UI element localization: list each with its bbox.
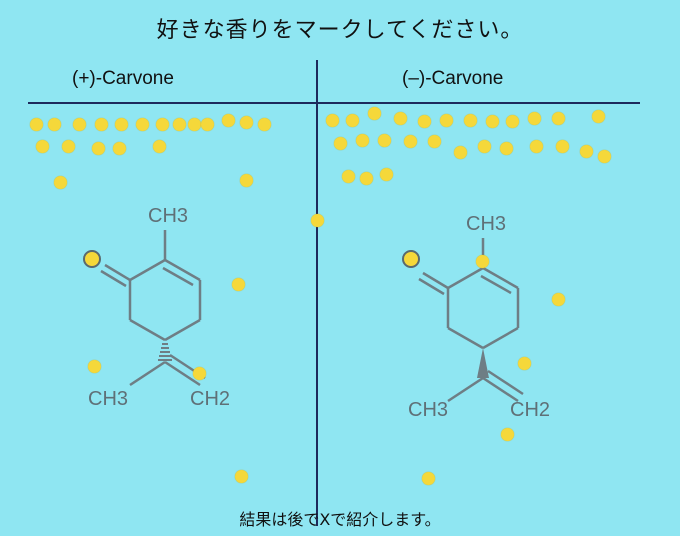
vote-sticker bbox=[156, 118, 169, 131]
vote-sticker bbox=[311, 214, 324, 227]
vote-sticker bbox=[501, 428, 514, 441]
right-column-label: (–)-Carvone bbox=[402, 68, 504, 89]
vote-sticker bbox=[380, 168, 393, 181]
vote-sticker bbox=[113, 142, 126, 155]
left-oxygen-marker bbox=[83, 250, 101, 268]
vote-sticker bbox=[360, 172, 373, 185]
vote-sticker bbox=[235, 470, 248, 483]
right-carvone-structure: CH3 CH3 CH2 bbox=[408, 213, 550, 421]
vote-sticker bbox=[428, 135, 441, 148]
page-title: 好きな香りをマークしてください。 bbox=[156, 18, 524, 43]
vote-sticker bbox=[48, 118, 61, 131]
vote-sticker bbox=[404, 135, 417, 148]
vote-sticker bbox=[440, 114, 453, 127]
right-oxygen-marker bbox=[402, 250, 420, 268]
vote-sticker bbox=[88, 360, 101, 373]
vote-sticker bbox=[464, 114, 477, 127]
footer-note: 結果は後でXで紹介します。 bbox=[239, 510, 441, 529]
left-ch2-label: CH2 bbox=[190, 388, 230, 410]
left-column-label: (+)-Carvone bbox=[72, 68, 174, 89]
left-ch3-top-label: CH3 bbox=[148, 205, 188, 227]
vote-sticker bbox=[530, 140, 543, 153]
vote-sticker bbox=[258, 118, 271, 131]
vote-sticker bbox=[240, 116, 253, 129]
vote-sticker bbox=[552, 112, 565, 125]
left-carvone-structure: CH3 CH3 CH2 bbox=[88, 205, 230, 410]
right-ch3-bottom-label: CH3 bbox=[408, 399, 448, 421]
vote-sticker bbox=[378, 134, 391, 147]
vote-sticker bbox=[454, 146, 467, 159]
vote-sticker bbox=[368, 107, 381, 120]
vote-sticker bbox=[136, 118, 149, 131]
vote-sticker bbox=[556, 140, 569, 153]
vote-sticker bbox=[173, 118, 186, 131]
vote-sticker bbox=[580, 145, 593, 158]
vote-sticker bbox=[422, 472, 435, 485]
vote-sticker bbox=[201, 118, 214, 131]
vote-sticker bbox=[478, 140, 491, 153]
vote-sticker bbox=[54, 176, 67, 189]
vote-sticker bbox=[476, 255, 489, 268]
vote-sticker bbox=[528, 112, 541, 125]
vote-sticker bbox=[598, 150, 611, 163]
vote-sticker bbox=[518, 357, 531, 370]
vote-sticker bbox=[346, 114, 359, 127]
vote-sticker bbox=[193, 367, 206, 380]
column-divider bbox=[316, 60, 318, 526]
vote-sticker bbox=[342, 170, 355, 183]
vote-sticker bbox=[486, 115, 499, 128]
vote-sticker bbox=[232, 278, 245, 291]
vote-sticker bbox=[62, 140, 75, 153]
vote-sticker bbox=[506, 115, 519, 128]
vote-sticker bbox=[500, 142, 513, 155]
vote-sticker bbox=[222, 114, 235, 127]
vote-sticker bbox=[95, 118, 108, 131]
vote-sticker bbox=[92, 142, 105, 155]
vote-sticker bbox=[188, 118, 201, 131]
vote-sticker bbox=[36, 140, 49, 153]
left-ch3-bottom-label: CH3 bbox=[88, 388, 128, 410]
vote-sticker bbox=[552, 293, 565, 306]
vote-sticker bbox=[326, 114, 339, 127]
right-ch2-label: CH2 bbox=[510, 399, 550, 421]
vote-sticker bbox=[73, 118, 86, 131]
vote-sticker bbox=[394, 112, 407, 125]
vote-sticker bbox=[356, 134, 369, 147]
right-ch3-top-label: CH3 bbox=[466, 213, 506, 235]
vote-sticker bbox=[592, 110, 605, 123]
vote-sticker bbox=[334, 137, 347, 150]
vote-sticker bbox=[418, 115, 431, 128]
vote-sticker bbox=[30, 118, 43, 131]
header-divider bbox=[28, 102, 640, 104]
vote-sticker bbox=[153, 140, 166, 153]
vote-sticker bbox=[115, 118, 128, 131]
vote-sticker bbox=[240, 174, 253, 187]
